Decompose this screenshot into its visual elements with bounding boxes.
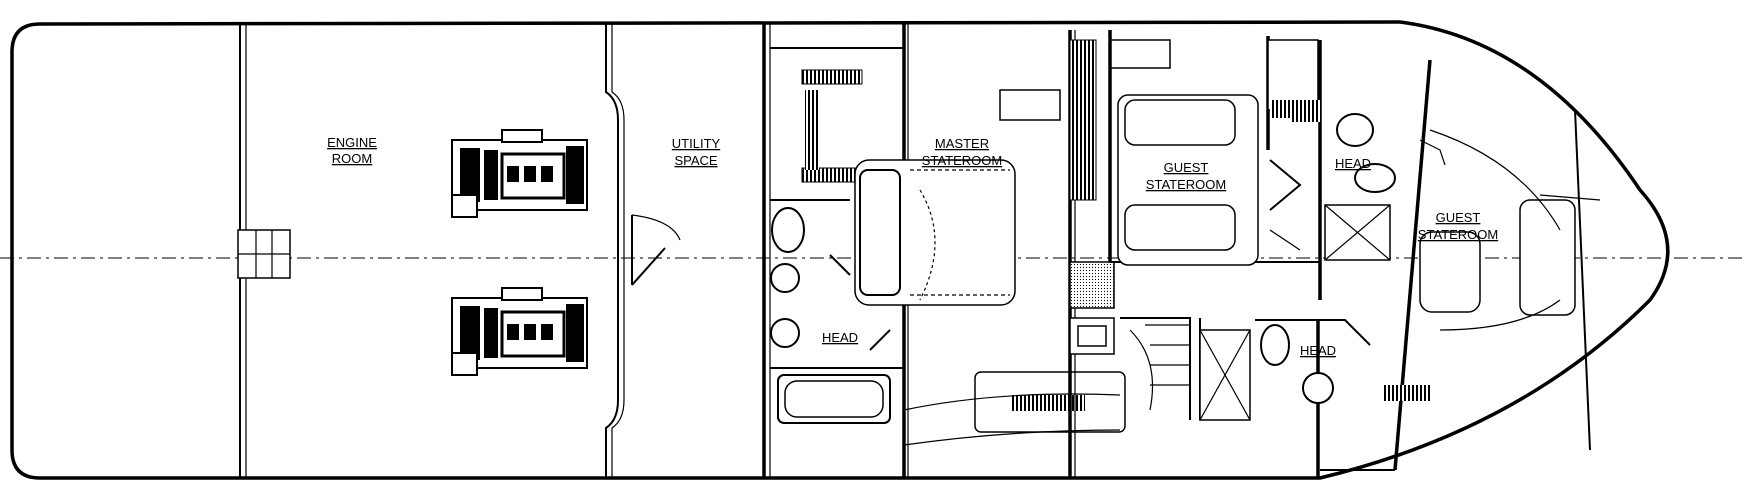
guest-stateroom-1-label-2: STATEROOM (1146, 177, 1226, 192)
midship-walls (1068, 30, 1191, 478)
guest-stateroom-2-walls (1290, 59, 1601, 471)
utility-space-label-1: UTILITY (672, 136, 721, 151)
engine-starboard (450, 286, 589, 377)
hull-outline (10, 20, 1670, 480)
engine-port (450, 128, 589, 219)
engine-room-label-1: ENGINE (327, 135, 377, 150)
head-forward-lower-label: HEAD (1300, 343, 1336, 358)
guest-stateroom-1-label-1: GUEST (1164, 160, 1209, 175)
head-forward-upper-label: HEAD (1335, 156, 1371, 171)
head-aft-label: HEAD (822, 330, 858, 345)
guest-stateroom-2-label-2: STATEROOM (1418, 227, 1498, 242)
room-labels: ENGINE ROOM UTILITY SPACE MASTER STATERO… (327, 135, 1498, 358)
utility-space-walls (631, 24, 771, 478)
engine-room-walls (237, 24, 625, 478)
master-stateroom-label-2: STATEROOM (922, 153, 1002, 168)
master-stateroom-label-1: MASTER (935, 136, 989, 151)
master-stateroom-walls (770, 24, 1126, 478)
utility-space-label-2: SPACE (674, 153, 717, 168)
forward-heads-walls (1199, 40, 1396, 478)
guest-stateroom-2-label-1: GUEST (1436, 210, 1481, 225)
engine-room-label-2: ROOM (332, 151, 372, 166)
guest-stateroom-1-walls (1108, 30, 1320, 266)
